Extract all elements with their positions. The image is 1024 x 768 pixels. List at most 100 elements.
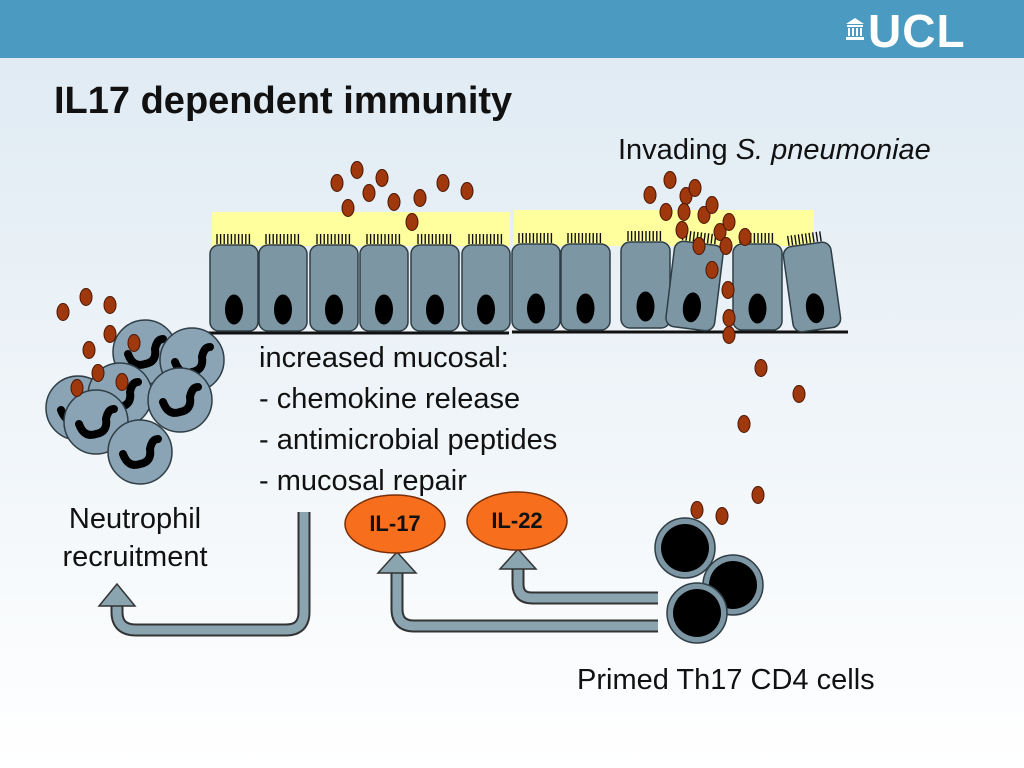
epithelial-cell <box>410 234 460 332</box>
bacterium <box>127 334 141 352</box>
multilobed-nucleus <box>124 335 167 369</box>
bacterium <box>82 341 96 359</box>
bacteria <box>56 161 806 525</box>
cilium <box>808 232 812 243</box>
multilobed-nucleus <box>159 383 202 417</box>
bacterium <box>663 171 677 189</box>
arrow-shaft <box>112 512 309 635</box>
bacterium <box>460 182 474 200</box>
cell-body <box>309 244 359 332</box>
cilium <box>706 233 710 244</box>
portico-icon <box>846 18 864 40</box>
cell-nucleus <box>748 293 767 324</box>
il22-cytokine: IL-22 <box>466 491 568 551</box>
cell-body <box>209 244 259 332</box>
multilobed-nucleus <box>119 435 162 469</box>
bacterium <box>705 261 719 279</box>
t-cell-cluster <box>654 517 764 644</box>
cell-body <box>258 244 308 332</box>
slide-title: IL17 dependent immunity <box>54 80 513 122</box>
arrow <box>97 512 311 637</box>
cilium <box>692 231 696 242</box>
bacterium <box>751 486 765 504</box>
neutrophil <box>107 419 173 485</box>
epithelial-cell <box>461 234 511 332</box>
bacterium <box>70 379 84 397</box>
cilium <box>786 235 790 246</box>
cell-body <box>359 244 409 332</box>
bacterium <box>722 213 736 231</box>
cilium <box>815 231 819 242</box>
invading-prefix: Invading <box>618 134 736 166</box>
cell-nucleus <box>805 293 825 324</box>
cell-nucleus <box>527 293 545 324</box>
bacterium <box>56 303 70 321</box>
epithelial-cell <box>782 231 842 333</box>
bacterium <box>350 161 364 179</box>
bacterium <box>341 199 355 217</box>
t-cell-nucleus <box>673 589 721 637</box>
bacterium <box>719 237 733 255</box>
multilobed-nucleus <box>75 405 118 439</box>
bacterium <box>754 359 768 377</box>
cilium <box>801 233 804 244</box>
bacterium <box>690 501 704 519</box>
species-name: S. pneumoniae <box>735 134 931 166</box>
bacterium <box>737 415 751 433</box>
bacterium <box>675 221 689 239</box>
neutrophil-body <box>107 419 173 485</box>
cell-nucleus <box>477 294 495 325</box>
bacterium <box>91 364 105 382</box>
epithelial-cell <box>258 234 308 332</box>
epithelial-cell <box>209 234 259 332</box>
arrow-shaft <box>513 569 658 603</box>
bacterium <box>722 326 736 344</box>
cilium <box>688 231 692 242</box>
bacterium <box>436 174 450 192</box>
cilium <box>819 231 822 242</box>
epithelial-cell <box>732 233 783 331</box>
cilium <box>804 233 808 244</box>
epithelial-cell <box>511 233 561 331</box>
neutrophil-body <box>147 367 213 433</box>
arrow <box>498 547 658 605</box>
cilium <box>790 235 794 246</box>
arrows <box>97 512 658 637</box>
bacterium <box>103 296 117 314</box>
cell-nucleus <box>325 294 343 325</box>
bacterium <box>721 281 735 299</box>
bacterium <box>375 169 389 187</box>
neutrophil-label-line: Neutrophil <box>68 503 202 535</box>
arrow-head <box>498 547 538 570</box>
invading-label: Invading S. pneumoniae <box>618 134 931 167</box>
neutrophil-label-line: recruitment <box>62 541 208 573</box>
bacterium <box>722 309 736 327</box>
epithelial-cell <box>560 233 611 331</box>
il22-label: IL-22 <box>491 508 543 533</box>
cell-nucleus <box>225 294 243 325</box>
mucosal-effects: increased mucosal: - chemokine release -… <box>259 338 557 502</box>
cell-body <box>511 243 561 331</box>
neutrophil-cluster <box>45 319 225 485</box>
neutrophil <box>147 367 213 433</box>
il17-label: IL-17 <box>369 511 421 536</box>
bacterium <box>405 213 419 231</box>
cilium <box>811 232 815 243</box>
t-cell <box>666 582 728 644</box>
mucus-band <box>212 212 510 246</box>
cell-body <box>461 244 511 332</box>
cell-nucleus <box>375 294 393 325</box>
cell-nucleus <box>576 293 595 324</box>
bacterium <box>330 174 344 192</box>
epithelial-cell <box>359 234 409 332</box>
bacterium <box>677 203 691 221</box>
effect-item: - chemokine release <box>259 383 521 415</box>
neutrophil-recruitment-label: Neutrophil recruitment <box>40 500 230 576</box>
bacterium <box>792 385 806 403</box>
epithelial-cell <box>620 231 671 329</box>
cell-body <box>410 244 460 332</box>
bacterium <box>413 189 427 207</box>
bacterium <box>713 223 727 241</box>
